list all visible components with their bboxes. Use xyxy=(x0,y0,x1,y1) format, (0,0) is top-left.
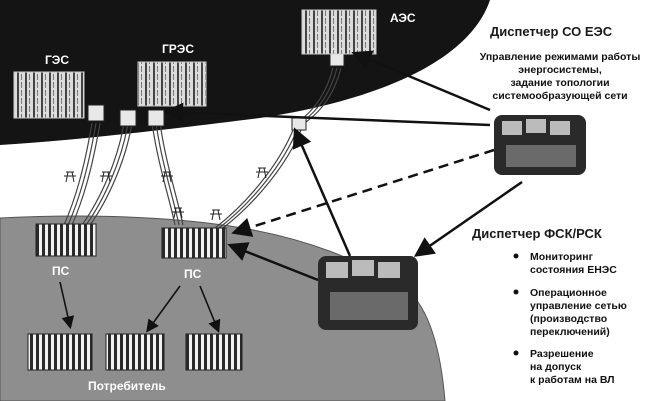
gres-plant-image xyxy=(137,61,207,107)
ps2-label: ПС xyxy=(184,267,202,281)
fsk-bullet-line: Мониторинг xyxy=(530,251,594,263)
fsk-bullet-line: (производство xyxy=(530,313,607,325)
so-desc-line: системообразующей сети xyxy=(492,90,627,102)
pylon-icon xyxy=(256,167,268,179)
fsk-dispatcher-console-image xyxy=(318,256,418,330)
fsk-bullet-line: Операционное xyxy=(530,287,607,299)
fsk-bullet-line: управление сетью xyxy=(530,300,627,312)
node-box xyxy=(119,109,137,127)
ps1-label: ПС xyxy=(52,264,70,278)
pylons xyxy=(64,167,268,221)
ges-plant-image xyxy=(13,71,85,119)
fsk-dispatcher-title: Диспетчер ФСК/РСК xyxy=(472,226,602,241)
consumer-block-2-image xyxy=(105,333,165,371)
bullet-dot xyxy=(513,350,519,356)
arrow-so-to-gres xyxy=(163,102,491,127)
arrow-so-to-fsk xyxy=(413,180,523,257)
consumer-block-3-image xyxy=(185,333,243,371)
pylon-icon xyxy=(64,171,76,183)
pylon-icon xyxy=(172,207,184,219)
transmission-lines xyxy=(63,67,342,229)
bullet-dot xyxy=(513,253,519,259)
node-box xyxy=(147,109,165,127)
node-box xyxy=(87,104,105,122)
fsk-bullet-line: на допуск xyxy=(530,361,582,373)
substation-1-image xyxy=(35,223,97,257)
fsk-bullet-line: Разрешение xyxy=(530,348,594,360)
arrow-fsk-to-ps2 xyxy=(227,242,319,282)
pylon-icon xyxy=(100,171,112,183)
substation-2-image xyxy=(161,227,227,259)
consumer-block-1-image xyxy=(27,333,93,371)
ges-label: ГЭС xyxy=(45,53,69,67)
so-dispatcher-title: Диспетчер СО ЕЭС xyxy=(490,24,613,39)
fsk-bullet-line: состояния ЕНЭС xyxy=(530,264,617,276)
arrow-so-to-ps-dashed xyxy=(231,148,495,237)
arrow-fsk-to-node xyxy=(292,127,352,257)
fsk-bullet-line: переключений) xyxy=(530,326,610,338)
node-box xyxy=(291,117,307,131)
aes-label: АЭС xyxy=(390,11,416,25)
pylon-icon xyxy=(161,171,173,183)
consumer-label: Потребитель xyxy=(88,379,166,393)
so-dispatcher-description: Управление режимами работы энергосистемы… xyxy=(480,51,641,102)
control-arrows xyxy=(163,50,523,282)
distribution-arrows xyxy=(59,281,221,333)
gres-label: ГРЭС xyxy=(162,42,194,56)
arrow-so-to-aes xyxy=(351,50,491,112)
so-desc-line: энергосистемы, xyxy=(518,64,602,76)
fsk-bullets: Мониторинг состояния ЕНЭС Операционное у… xyxy=(513,251,627,386)
so-dispatcher-console-image xyxy=(494,115,586,175)
bullet-dot xyxy=(513,289,519,295)
fsk-bullet-line: к работам на ВЛ xyxy=(530,374,615,386)
pylon-icon xyxy=(210,209,222,221)
so-desc-line: задание топологии xyxy=(510,77,609,89)
aes-plant-image xyxy=(301,9,377,55)
so-desc-line: Управление режимами работы xyxy=(480,51,641,63)
